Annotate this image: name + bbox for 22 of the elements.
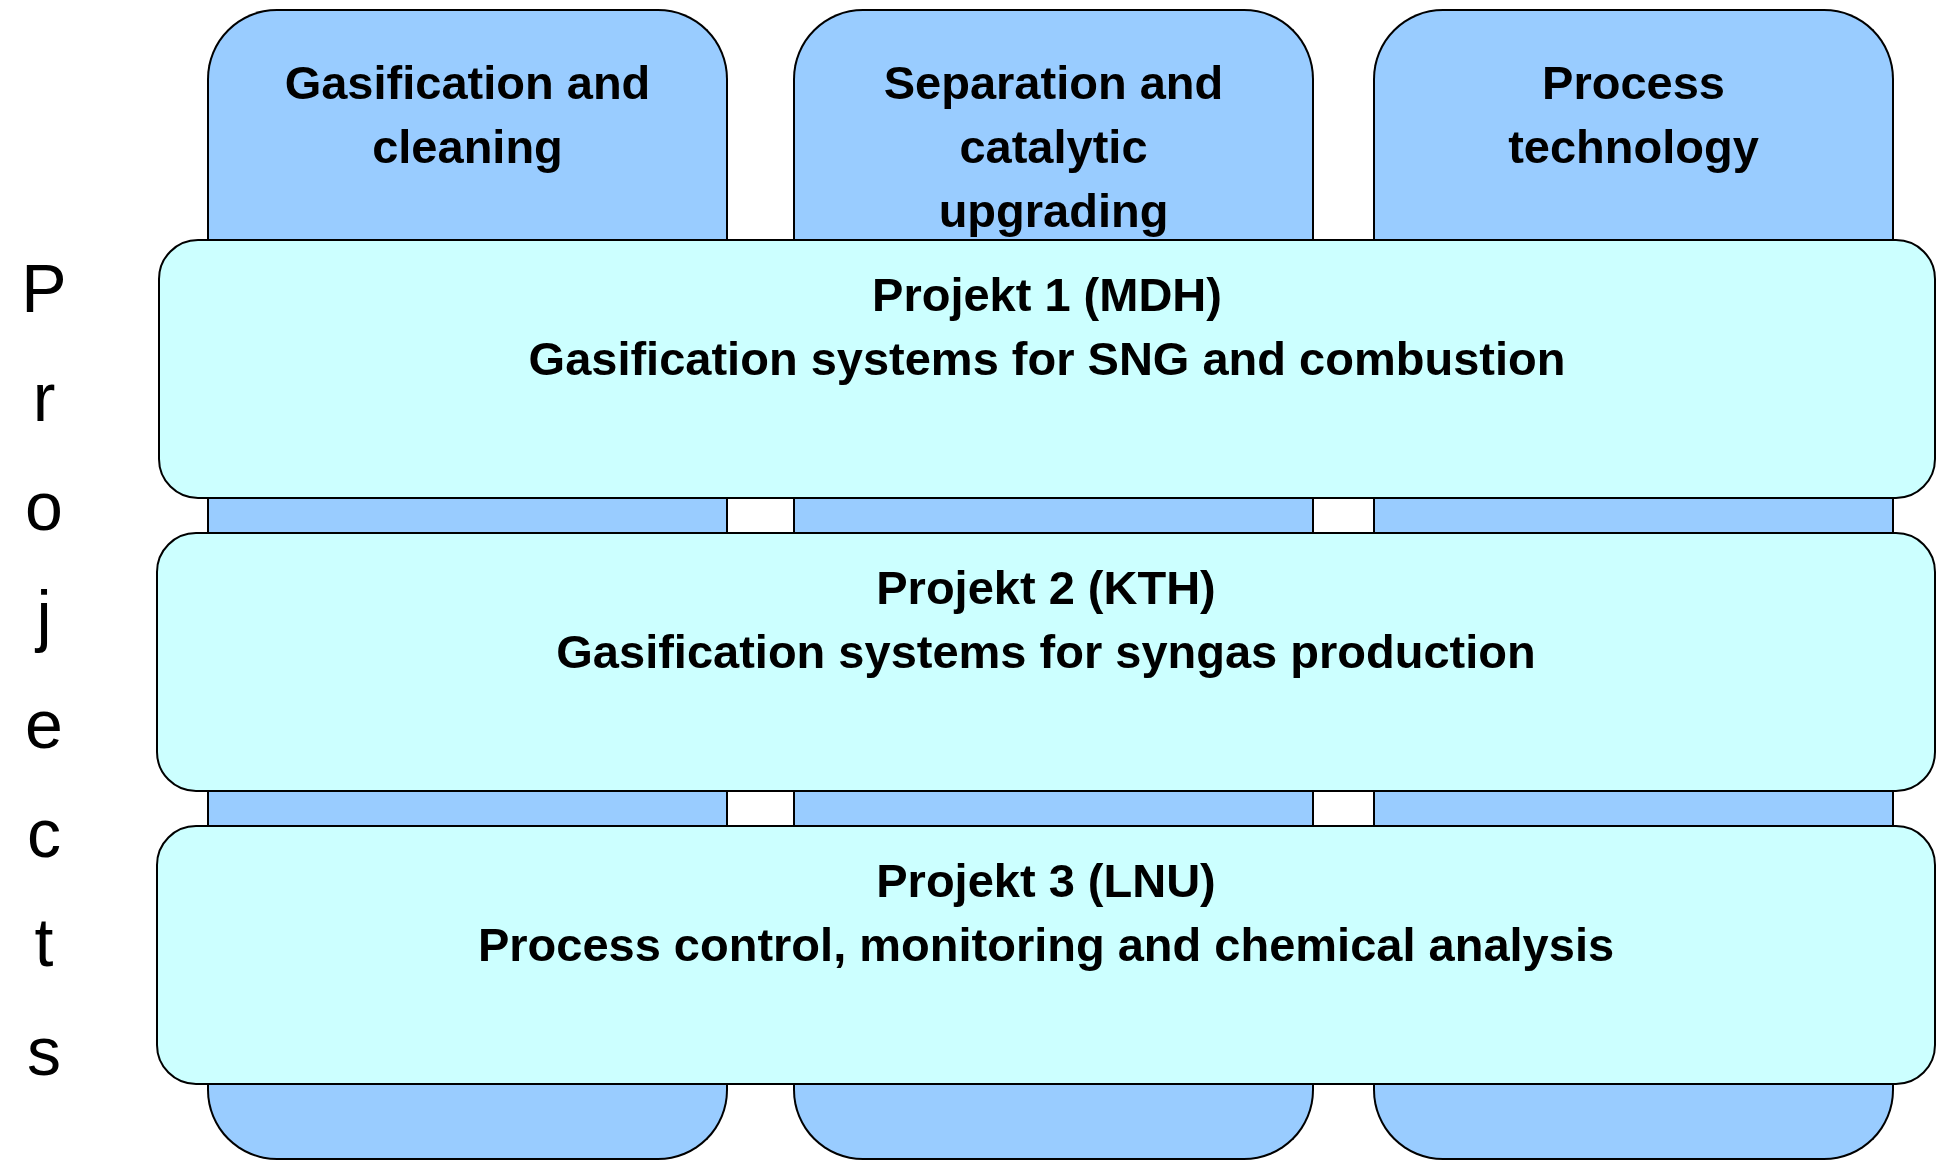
project-title: Projekt 1 (MDH) xyxy=(872,267,1222,323)
column-heading: Separation and catalytic upgrading xyxy=(882,55,1225,239)
column-header xyxy=(207,9,728,239)
project-title: Projekt 2 (KTH) xyxy=(876,560,1216,616)
axis-label: Projects xyxy=(10,250,78,1122)
column-heading: Gasification and cleaning xyxy=(283,55,652,175)
column-band-segment xyxy=(1373,792,1894,825)
project-description: Gasification systems for syngas production xyxy=(556,624,1536,680)
column-band-segment xyxy=(1373,499,1894,532)
column-band-segment xyxy=(207,792,728,825)
column-heading: Process technology xyxy=(1507,55,1760,175)
project-band xyxy=(156,532,1936,792)
project-description: Gasification systems for SNG and combustion xyxy=(528,331,1566,387)
project-description: Process control, monitoring and chemical analysis xyxy=(477,917,1615,973)
project-title: Projekt 3 (LNU) xyxy=(876,853,1216,909)
project-band xyxy=(158,239,1936,499)
column-header xyxy=(793,9,1314,239)
column-header xyxy=(1373,9,1894,239)
column-band-segment xyxy=(793,499,1314,532)
project-band xyxy=(156,825,1936,1085)
column-band-segment xyxy=(207,499,728,532)
column-band-segment xyxy=(793,792,1314,825)
